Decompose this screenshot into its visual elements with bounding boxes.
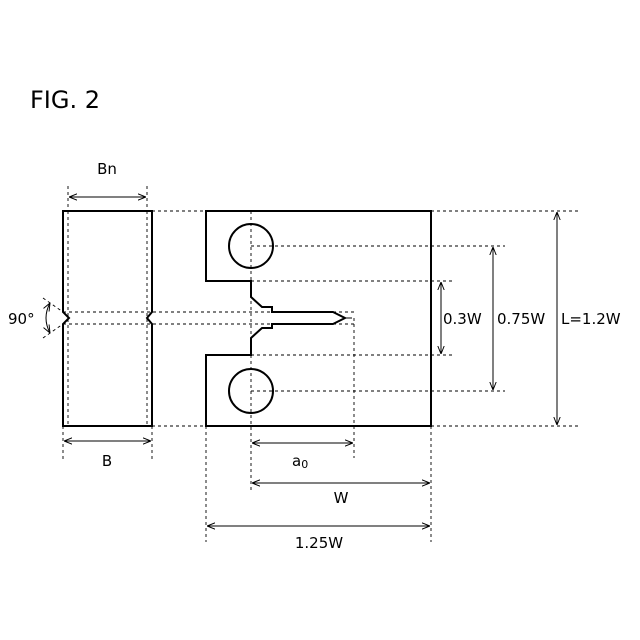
w125-label: 1.25W: [295, 534, 343, 552]
angle-guide-lower: [43, 324, 63, 338]
bn-label: Bn: [97, 160, 117, 178]
l-label: L=1.2W: [561, 310, 621, 328]
angle-label: 90°: [8, 310, 35, 328]
side-view-outline: [63, 211, 152, 426]
angle-guide-upper: [43, 298, 63, 312]
angle-arc: [46, 303, 50, 333]
front-view-outline: [206, 211, 431, 426]
b-label: B: [102, 452, 112, 470]
w-label: W: [334, 489, 349, 507]
h03-label: 0.3W: [443, 310, 482, 328]
a0-label: a0: [292, 452, 308, 471]
h075-label: 0.75W: [497, 310, 545, 328]
